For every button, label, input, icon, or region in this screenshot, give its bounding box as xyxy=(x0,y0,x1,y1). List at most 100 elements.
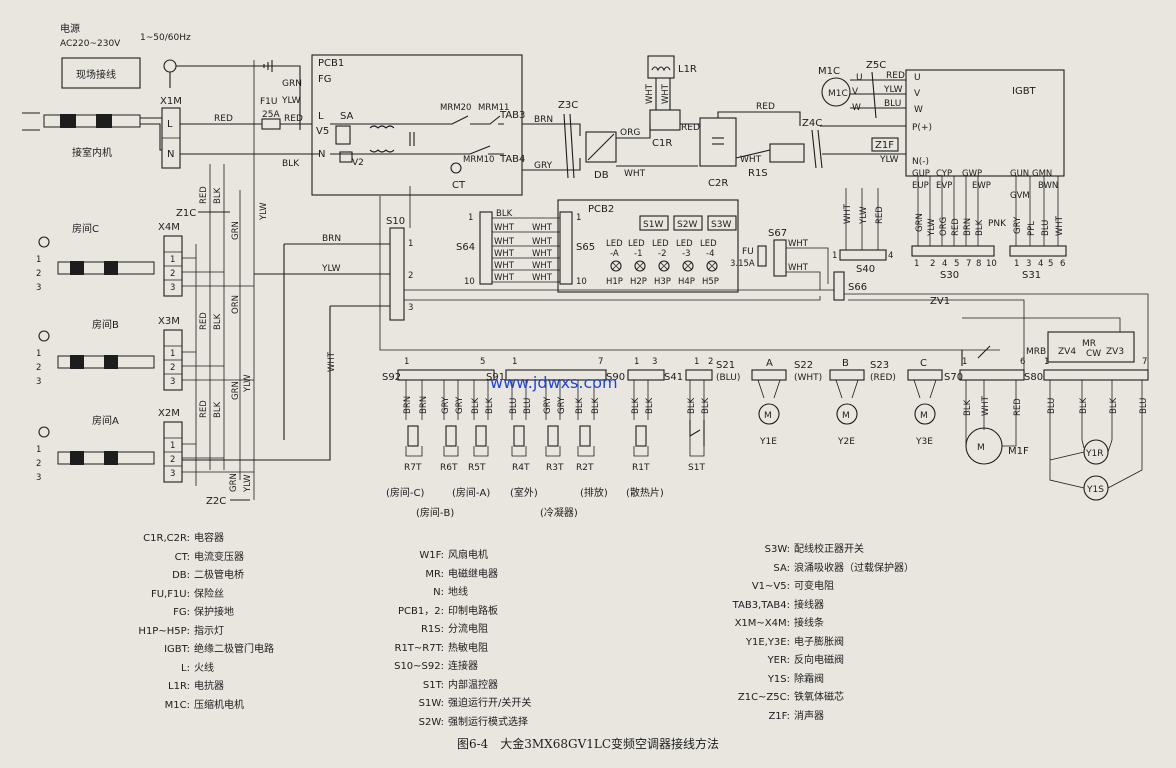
incoming-cable xyxy=(43,114,141,128)
relay-contacts-icon xyxy=(420,115,504,125)
svg-text:R2T: R2T xyxy=(576,463,594,473)
svg-text:BLK: BLK xyxy=(645,397,655,414)
igbt-label: IGBT xyxy=(1012,86,1037,97)
svg-text:BRN: BRN xyxy=(322,234,341,244)
svg-text:(房间-B): (房间-B) xyxy=(416,506,454,519)
svg-text:5: 5 xyxy=(954,259,959,269)
svg-text:BLU: BLU xyxy=(523,398,533,414)
svg-text:2: 2 xyxy=(36,459,41,469)
svg-text:H4P: H4P xyxy=(678,277,695,287)
legend-row: Z1C~Z5C:铁氧体磁芯 xyxy=(737,692,844,703)
svg-text:ORG: ORG xyxy=(620,128,640,138)
legend-row: IGBT:绝缘二极管门电路 xyxy=(164,644,274,655)
svg-text:YLW: YLW xyxy=(243,374,253,393)
pcb2-label: PCB2 xyxy=(588,204,614,215)
svg-text:5: 5 xyxy=(1048,259,1053,269)
svg-text:YLW: YLW xyxy=(879,155,899,165)
svg-text:-A: -A xyxy=(610,249,619,259)
connector-s91 xyxy=(505,369,607,381)
svg-text:H2P: H2P xyxy=(630,277,647,287)
legend-left: C1R,C2R:电容器 CT:电流变压器 DB:二极管电桥 FU,F1U:保险丝… xyxy=(90,530,274,715)
connector-s70 xyxy=(959,369,1025,381)
svg-text:WHT: WHT xyxy=(494,273,515,283)
legend-row: H1P~H5P:指示灯 xyxy=(138,625,224,637)
watermark: www.jdwxs.com xyxy=(490,373,618,392)
svg-text:BLK: BLK xyxy=(975,219,985,236)
svg-text:1: 1 xyxy=(36,349,41,359)
svg-text:3.15A: 3.15A xyxy=(730,259,755,269)
svg-text:S41: S41 xyxy=(664,372,683,383)
svg-text:S64: S64 xyxy=(456,242,475,253)
fuse-f1u-icon xyxy=(261,118,281,130)
fuse-fu-icon xyxy=(757,245,767,267)
svg-text:M1F: M1F xyxy=(1008,446,1029,457)
shunt-resistor-r1s-icon xyxy=(769,143,805,163)
svg-text:8: 8 xyxy=(976,259,981,269)
svg-text:GRY: GRY xyxy=(543,396,553,414)
svg-text:3: 3 xyxy=(1026,259,1031,269)
sensor-connectors: 1 5 1 7 1 3 1 2 S92 S91 S90 S41 BRN BRN … xyxy=(382,357,713,519)
varistor-v2-icon xyxy=(339,151,353,163)
svg-text:RED: RED xyxy=(199,312,209,330)
pcb1-label: PCB1 xyxy=(318,58,344,69)
svg-text:RED: RED xyxy=(199,186,209,204)
legend-row: L:火线 xyxy=(181,662,214,674)
svg-text:P(+): P(+) xyxy=(912,123,932,133)
legend-middle: W1F:风扇电机 MR:电磁继电器 N:地线 PCB1，2:印制电路板 R1S:… xyxy=(340,547,531,732)
svg-text:RED: RED xyxy=(951,218,961,236)
igbt-module xyxy=(905,69,1065,177)
svg-text:GUP: GUP xyxy=(912,169,930,179)
legend-row: S2W:强制运行模式选择 xyxy=(418,716,528,728)
valve-motor-y3e-icon xyxy=(914,403,936,425)
svg-text:M1C: M1C xyxy=(818,66,840,77)
svg-text:GRY: GRY xyxy=(455,396,465,414)
connector-s21 xyxy=(751,369,787,381)
svg-text:WHT: WHT xyxy=(624,169,646,179)
svg-text:RED: RED xyxy=(214,114,233,124)
svg-text:6: 6 xyxy=(1060,259,1065,269)
svg-text:MRM20: MRM20 xyxy=(440,103,471,113)
svg-text:1: 1 xyxy=(170,349,175,359)
svg-text:1: 1 xyxy=(36,255,41,265)
connector-s31 xyxy=(1009,245,1067,257)
connector-s92 xyxy=(397,369,495,381)
legend-row: S10~S92:连接器 xyxy=(394,661,478,672)
thermostat-s1t-icon xyxy=(689,420,705,446)
svg-text:RED: RED xyxy=(681,123,700,133)
svg-text:(排放): (排放) xyxy=(580,486,608,499)
svg-text:Y1R: Y1R xyxy=(1085,449,1103,459)
svg-text:2: 2 xyxy=(36,269,41,279)
earth-icon-c xyxy=(38,236,50,248)
svg-text:H3P: H3P xyxy=(654,277,671,287)
x1m-label: X1M xyxy=(160,96,182,107)
connector-s40 xyxy=(839,249,887,261)
svg-text:RED: RED xyxy=(199,400,209,418)
svg-text:2: 2 xyxy=(170,455,175,465)
svg-text:WHT: WHT xyxy=(740,155,762,165)
svg-text:X4M: X4M xyxy=(158,222,180,233)
svg-text:N(-): N(-) xyxy=(912,157,929,167)
svg-text:(WHT): (WHT) xyxy=(794,373,822,383)
legend-row: L1R:电抗器 xyxy=(168,681,224,692)
svg-text:S21: S21 xyxy=(716,360,735,371)
svg-text:RED: RED xyxy=(1013,398,1023,416)
svg-text:S23: S23 xyxy=(870,360,889,371)
relay-block-icon xyxy=(1047,331,1135,363)
svg-text:S66: S66 xyxy=(848,282,867,293)
svg-text:WHT: WHT xyxy=(981,395,991,416)
svg-text:V5: V5 xyxy=(316,126,329,137)
svg-text:RED: RED xyxy=(886,71,905,81)
svg-text:S91: S91 xyxy=(486,372,505,383)
pcb2-board: PCB2 S1W S2W S3W LED LED LED LED LED -A … xyxy=(456,199,867,301)
svg-text:3: 3 xyxy=(170,377,175,387)
svg-text:BRN: BRN xyxy=(403,396,413,414)
svg-text:BLK: BLK xyxy=(591,397,601,414)
led-h2p-icon xyxy=(634,260,646,272)
svg-text:X3M: X3M xyxy=(158,316,180,327)
svg-text:BLK: BLK xyxy=(471,397,481,414)
svg-text:W: W xyxy=(914,105,923,115)
svg-text:V: V xyxy=(914,89,921,99)
power-voltage: AC220~230V xyxy=(60,39,121,49)
svg-text:2: 2 xyxy=(708,357,713,367)
legend-row: W1F:风扇电机 xyxy=(419,550,488,561)
